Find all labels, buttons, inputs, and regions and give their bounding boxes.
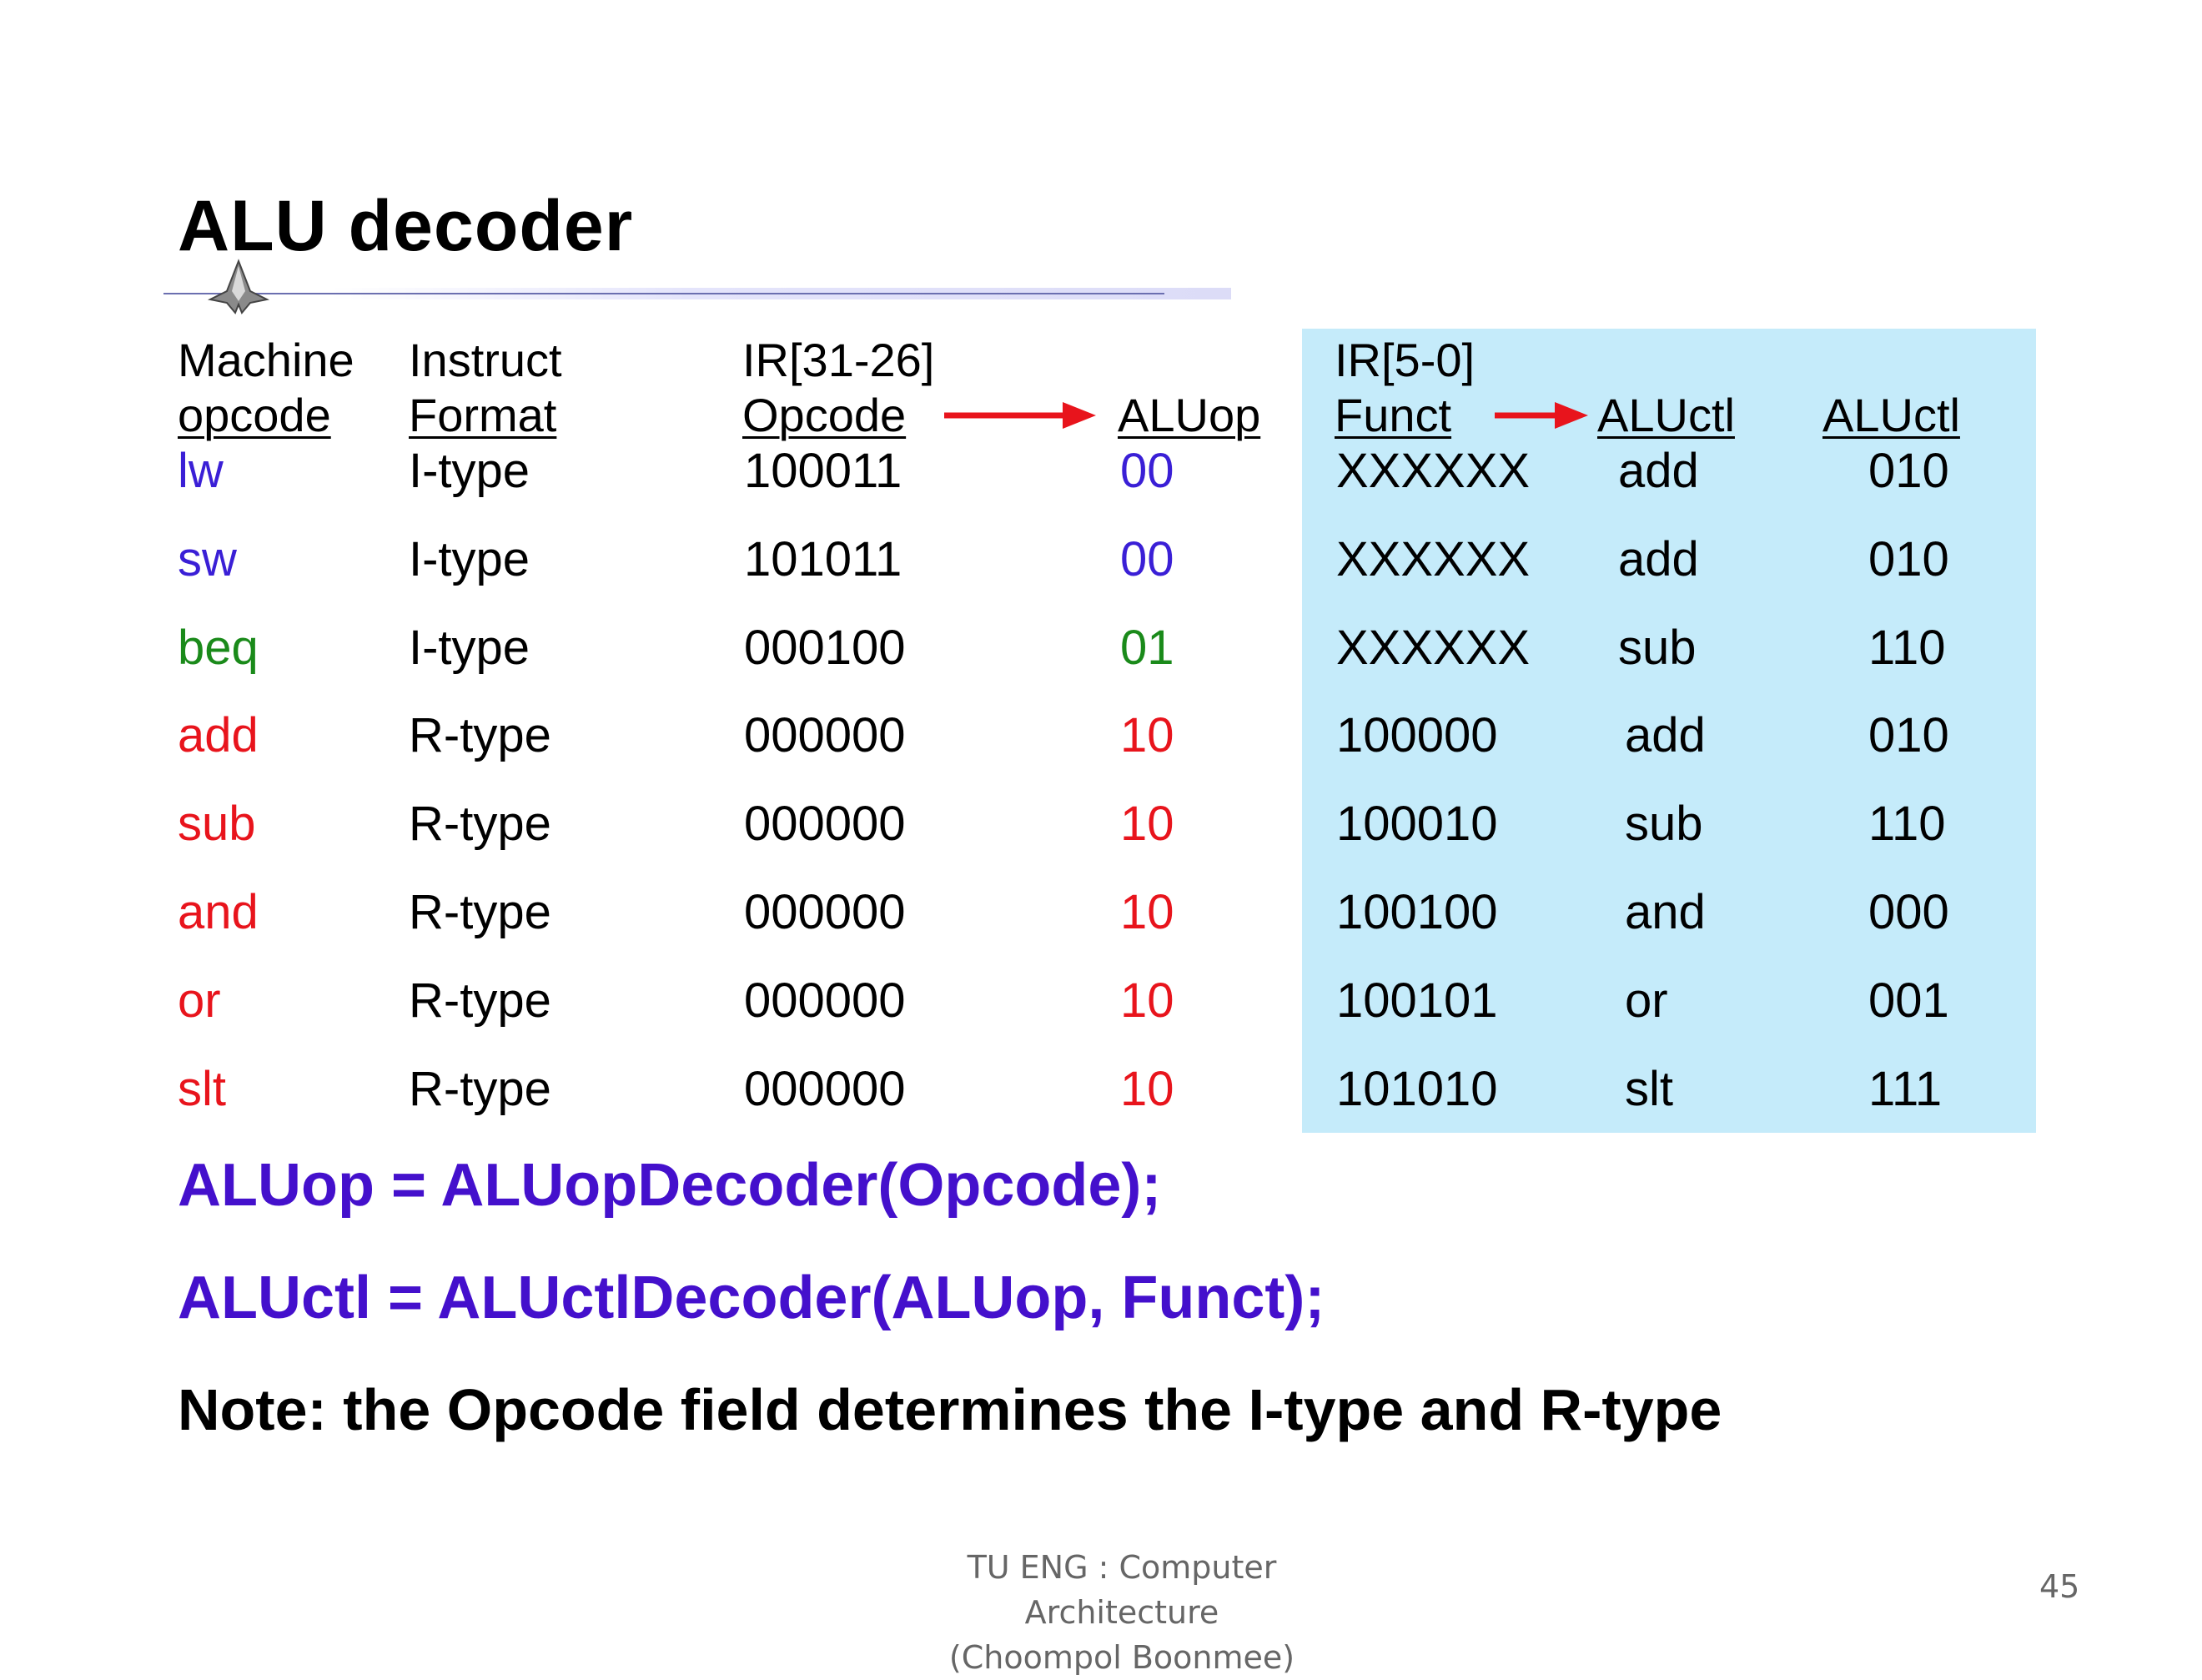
header-format-line1: Instruct — [409, 334, 562, 386]
cell-format: R-type — [409, 797, 551, 851]
header-aluctl-code: ALUctl — [1822, 389, 1960, 441]
cell-opcode: 000000 — [744, 1062, 906, 1116]
page-number: 45 — [2039, 1568, 2080, 1605]
cell-aluctl-name: sub — [1625, 797, 1703, 851]
header-machine-line1: Machine — [178, 334, 354, 386]
shuttle-icon — [207, 259, 270, 314]
cell-op: or — [178, 973, 221, 1028]
header-opcode-line2: Opcode — [742, 389, 907, 441]
cell-opcode: 000000 — [744, 885, 906, 939]
cell-aluop: 00 — [1120, 444, 1174, 498]
cell-funct: 100100 — [1336, 885, 1498, 939]
cell-op: sw — [178, 532, 237, 586]
cell-aluctl-code: 111 — [1868, 1062, 1943, 1116]
cell-format: I-type — [409, 444, 530, 498]
header-funct-line1: IR[5-0] — [1335, 334, 1476, 386]
funct-to-aluctl-arrow — [1495, 402, 1588, 429]
cell-aluctl-name: or — [1625, 973, 1668, 1028]
cell-format: R-type — [409, 885, 551, 939]
funct-decoder-panel — [1302, 329, 2036, 1133]
cell-funct: 100101 — [1336, 973, 1498, 1028]
title-underline — [163, 259, 1231, 314]
cell-aluctl-name: add — [1618, 444, 1699, 498]
cell-aluop: 00 — [1120, 532, 1174, 586]
cell-aluop: 10 — [1120, 885, 1174, 939]
cell-op: lw — [178, 444, 224, 498]
title-underline-line — [163, 293, 1164, 294]
cell-aluctl-name: add — [1618, 532, 1699, 586]
cell-aluctl-code: 010 — [1868, 532, 1949, 586]
aluop-formula: ALUop = ALUopDecoder(Opcode); — [178, 1152, 1162, 1219]
cell-op: slt — [178, 1062, 226, 1116]
cell-opcode: 100011 — [744, 444, 902, 498]
footer-course: TU ENG : Computer Architecture — [967, 1549, 1277, 1631]
cell-format: R-type — [409, 1062, 551, 1116]
cell-funct: 100000 — [1336, 708, 1498, 762]
cell-format: I-type — [409, 532, 530, 586]
aluctl-formula: ALUctl = ALUctlDecoder(ALUop, Funct); — [178, 1265, 1325, 1331]
cell-aluctl-name: slt — [1625, 1062, 1673, 1116]
slide-title: ALU decoder — [178, 186, 634, 266]
cell-aluctl-code: 010 — [1868, 708, 1949, 762]
cell-op: and — [178, 885, 259, 939]
cell-aluctl-code: 001 — [1868, 973, 1949, 1028]
cell-op: sub — [178, 797, 256, 851]
cell-opcode: 101011 — [744, 532, 902, 586]
cell-aluctl-code: 010 — [1868, 444, 1949, 498]
header-funct-line2: Funct — [1335, 389, 1452, 441]
cell-aluop: 10 — [1120, 708, 1174, 762]
cell-funct: XXXXXX — [1336, 444, 1531, 498]
cell-aluctl-name: sub — [1618, 621, 1697, 675]
cell-format: R-type — [409, 973, 551, 1028]
cell-opcode: 000100 — [744, 621, 906, 675]
cell-aluctl-code: 110 — [1868, 621, 1946, 675]
opcode-to-aluop-arrow — [944, 402, 1096, 429]
cell-aluctl-code: 000 — [1868, 885, 1949, 939]
header-format-line2: Format — [409, 389, 557, 441]
cell-opcode: 000000 — [744, 973, 906, 1028]
cell-aluctl-name: and — [1625, 885, 1706, 939]
cell-format: R-type — [409, 708, 551, 762]
footer-author: (Choompol Boonmee) — [948, 1639, 1295, 1676]
note-text: Note: the Opcode field determines the I-… — [178, 1377, 1722, 1442]
cell-funct: 101010 — [1336, 1062, 1498, 1116]
header-aluop: ALUop — [1118, 389, 1261, 441]
header-aluctl-name: ALUctl — [1597, 389, 1735, 441]
cell-op: add — [178, 708, 259, 762]
cell-aluop: 01 — [1120, 621, 1174, 675]
cell-aluop: 10 — [1120, 973, 1174, 1028]
cell-aluop: 10 — [1120, 1062, 1174, 1116]
cell-funct: 100010 — [1336, 797, 1498, 851]
footer: TU ENG : Computer Architecture (Choompol… — [867, 1545, 1376, 1680]
cell-aluctl-name: add — [1625, 708, 1706, 762]
cell-funct: XXXXXX — [1336, 532, 1531, 586]
cell-format: I-type — [409, 621, 530, 675]
cell-funct: XXXXXX — [1336, 621, 1531, 675]
cell-opcode: 000000 — [744, 708, 906, 762]
header-machine-line2: opcode — [178, 389, 331, 441]
cell-aluop: 10 — [1120, 797, 1174, 851]
cell-op: beq — [178, 621, 259, 675]
cell-opcode: 000000 — [744, 797, 906, 851]
header-opcode-line1: IR[31-26] — [742, 334, 935, 386]
cell-aluctl-code: 110 — [1868, 797, 1946, 851]
